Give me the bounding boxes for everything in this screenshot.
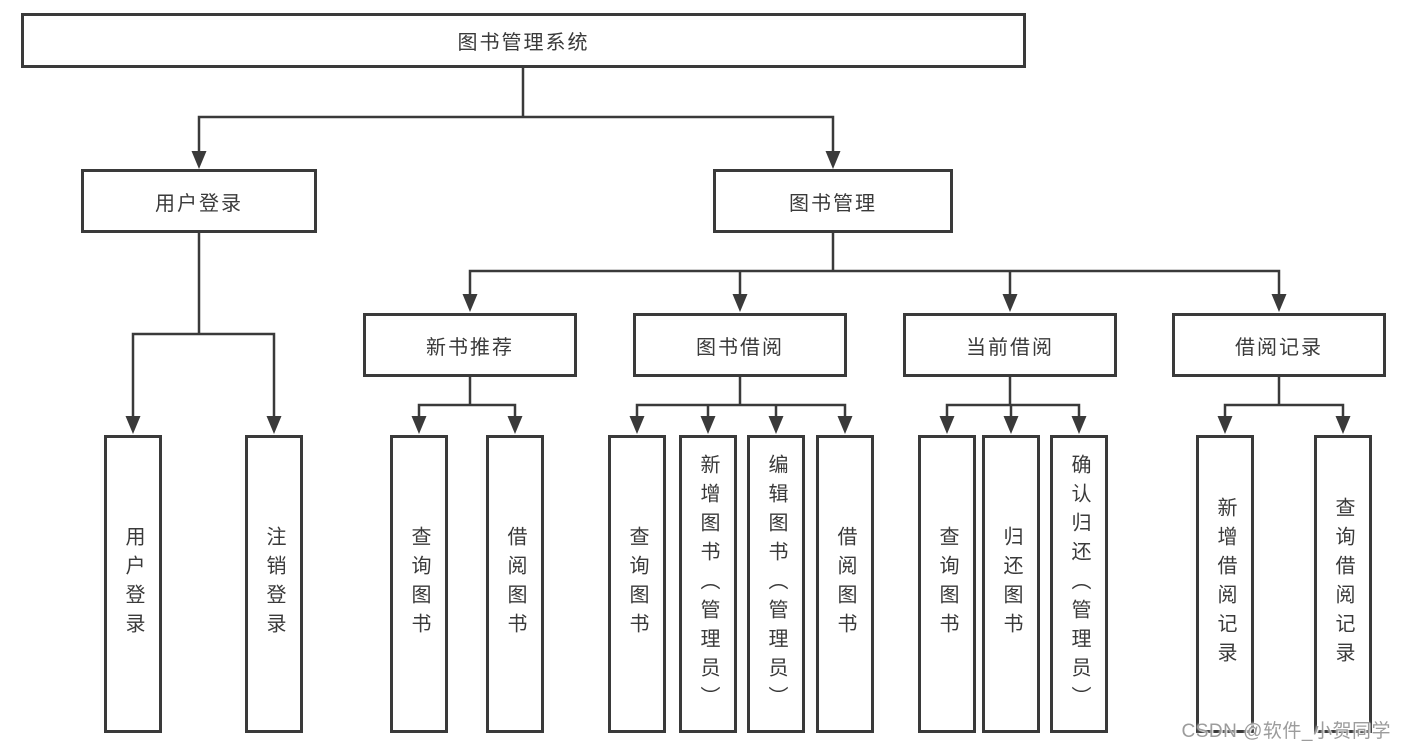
leaf-edit-books-admin: 编辑图书（管理员） — [747, 435, 805, 733]
leaf-confirm-return-admin: 确认归还（管理员） — [1050, 435, 1108, 733]
edge-bookmgmt-to-level3 — [468, 231, 1281, 298]
leaf-user-login: 用户登录 — [104, 435, 162, 733]
node-label: 查询借阅记录 — [1332, 497, 1354, 671]
arrowheads — [125, 151, 1351, 434]
leaf-query-books-borrow: 查询图书 — [608, 435, 666, 733]
node-user-login: 用户登录 — [81, 169, 317, 233]
node-label: 图书管理系统 — [457, 32, 590, 54]
edge-current-to-leaves — [945, 375, 1081, 420]
edge-borrow-to-leaves — [635, 375, 847, 420]
leaf-return-books: 归还图书 — [982, 435, 1040, 733]
node-borrowing-records: 借阅记录 — [1172, 313, 1386, 377]
leaf-query-borrow-record: 查询借阅记录 — [1314, 435, 1372, 733]
leaf-logout: 注销登录 — [245, 435, 303, 733]
leaf-borrow-books-newbook: 借阅图书 — [486, 435, 544, 733]
node-label: 借阅记录 — [1235, 336, 1323, 359]
leaf-query-books-newbook: 查询图书 — [390, 435, 448, 733]
node-new-book-recommendation: 新书推荐 — [363, 313, 577, 377]
node-label: 当前借阅 — [966, 336, 1054, 359]
edge-userlogin-to-leaves — [131, 231, 276, 420]
leaf-borrow-books: 借阅图书 — [816, 435, 874, 733]
node-current-borrowing: 当前借阅 — [903, 313, 1117, 377]
node-book-borrowing: 图书借阅 — [633, 313, 847, 377]
node-label: 新增借阅记录 — [1214, 497, 1236, 671]
node-label: 用户登录 — [155, 192, 243, 215]
node-label: 查询图书 — [936, 526, 958, 642]
csdn-watermark: CSDN @软件_小贺同学 — [1181, 721, 1391, 742]
leaf-query-books-current: 查询图书 — [918, 435, 976, 733]
node-label: 图书管理 — [789, 192, 877, 215]
node-book-management: 图书管理 — [713, 169, 953, 233]
node-label: 新书推荐 — [426, 336, 514, 359]
node-library-management-system: 图书管理系统 — [21, 13, 1026, 68]
node-label: 借阅图书 — [834, 526, 856, 642]
leaf-add-books-admin: 新增图书（管理员） — [679, 435, 737, 733]
edge-root-to-level2 — [197, 66, 835, 155]
leaf-add-borrow-record: 新增借阅记录 — [1196, 435, 1254, 733]
node-label: 确认归还（管理员） — [1068, 453, 1090, 715]
node-label: 查询图书 — [408, 526, 430, 642]
edge-records-to-leaves — [1223, 375, 1345, 420]
node-label: 注销登录 — [263, 526, 285, 642]
node-label: 借阅图书 — [504, 526, 526, 642]
node-label: 新增图书（管理员） — [697, 453, 719, 715]
node-label: 查询图书 — [626, 526, 648, 642]
node-label: 归还图书 — [1000, 526, 1022, 642]
node-label: 图书借阅 — [696, 336, 784, 359]
node-label: 用户登录 — [122, 526, 144, 642]
node-label: 编辑图书（管理员） — [765, 453, 787, 715]
edge-newbook-to-leaves — [417, 375, 517, 420]
